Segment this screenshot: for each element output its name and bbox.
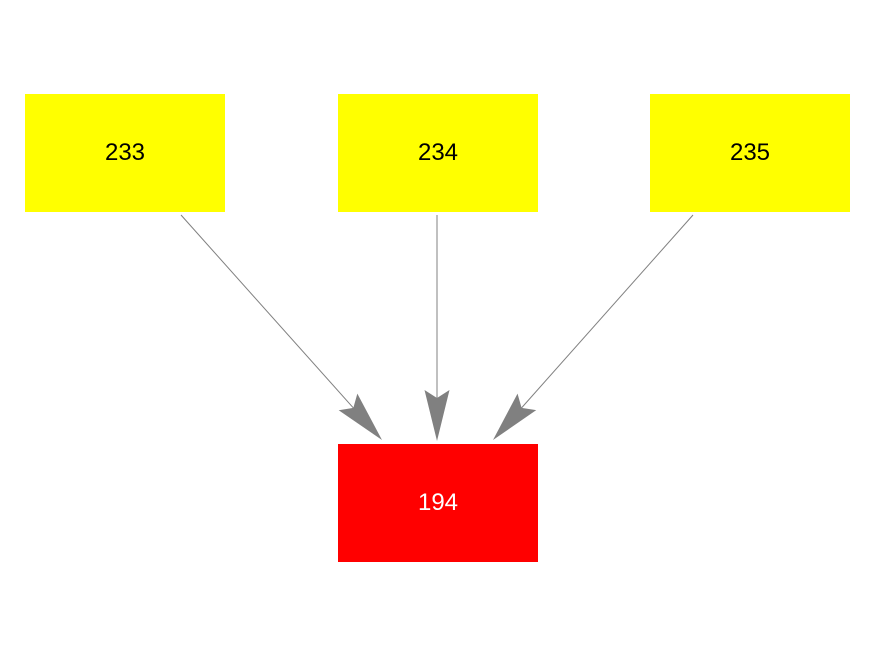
node-label: 234 [417, 139, 459, 166]
node-235[interactable]: 235 [650, 94, 850, 212]
arrowhead-icon [493, 393, 537, 440]
arrowhead-icon [424, 390, 450, 441]
node-233[interactable]: 233 [25, 94, 225, 212]
node-label: 233 [104, 139, 146, 166]
node-label: 235 [729, 139, 771, 166]
node-194[interactable]: 194 [338, 444, 538, 562]
edge-233-194 [180, 214, 354, 409]
node-label: 194 [417, 489, 459, 516]
node-234[interactable]: 234 [338, 94, 538, 212]
arrowhead-icon [338, 393, 382, 440]
edge-235-194 [521, 214, 694, 409]
